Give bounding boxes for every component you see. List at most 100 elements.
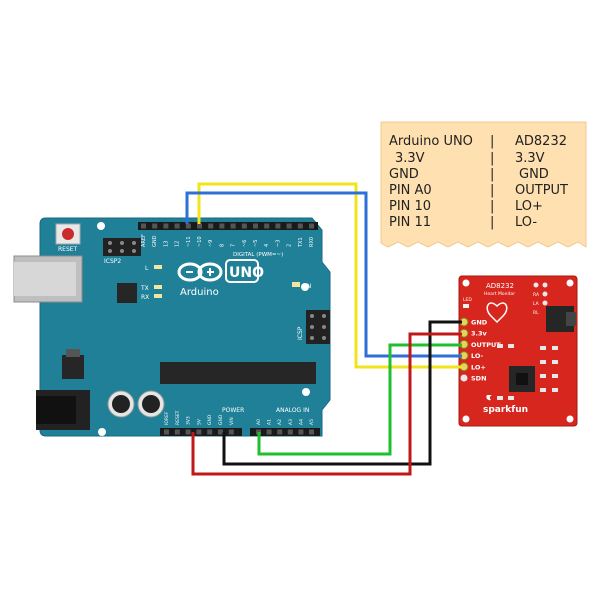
side-label-rl: RL xyxy=(533,310,539,316)
analog-pin-label: A1 xyxy=(267,419,273,425)
icsp2-header xyxy=(103,238,141,256)
sensor-pin-label: GND xyxy=(471,319,488,327)
sensor-title: AD8232 xyxy=(486,282,514,290)
digital-pin-label: TX1 xyxy=(298,237,304,248)
header-pin xyxy=(219,223,225,229)
mounting-hole xyxy=(302,388,310,396)
led-rx xyxy=(154,294,162,298)
header-pin xyxy=(277,429,283,435)
header-pin xyxy=(185,223,191,229)
arduino-text: Arduino xyxy=(180,287,219,298)
header-pin xyxy=(207,429,213,435)
reset-label: RESET xyxy=(58,246,78,253)
analog-pin-label: A3 xyxy=(288,419,294,425)
note-header-right: AD8232 xyxy=(515,134,567,149)
header-pin xyxy=(297,223,303,229)
header-pin xyxy=(163,223,169,229)
header-pin xyxy=(185,429,191,435)
sensor-pin-label: 3.3v xyxy=(471,330,488,338)
led-rx-label: RX xyxy=(141,294,149,301)
note-row-left: 3.3V xyxy=(395,151,425,166)
sensor-pin-label: LO+ xyxy=(471,363,486,371)
note-separator: | xyxy=(490,151,494,166)
header-pin xyxy=(264,223,270,229)
header-pin xyxy=(164,429,169,435)
digital-pin-label: ~5 xyxy=(253,240,259,247)
analog-pin-label: A5 xyxy=(309,419,315,425)
note-row-left: GND xyxy=(389,167,419,182)
analog-label: ANALOG IN xyxy=(276,407,309,414)
note-row-left: PIN A0 xyxy=(389,183,432,198)
digital-pin-label: ~9 xyxy=(208,240,214,247)
mounting-hole xyxy=(566,279,574,287)
wire-3v3-3v3 xyxy=(191,332,462,476)
mounting-hole xyxy=(98,428,106,436)
header-pin xyxy=(152,223,158,229)
reset-button[interactable] xyxy=(55,223,81,245)
arduino-logo xyxy=(177,259,259,283)
header-pin xyxy=(286,223,292,229)
uno-text: UNO xyxy=(229,265,264,281)
header-pin xyxy=(141,223,146,229)
wire-a0-output xyxy=(257,343,462,456)
header-pin xyxy=(287,429,293,435)
power-label: POWER xyxy=(222,407,244,414)
capacitor xyxy=(107,390,135,418)
digital-pin-label: 12 xyxy=(175,241,181,247)
sensor-pin-label: OUTPUT xyxy=(471,341,501,349)
mounting-hole xyxy=(97,222,105,230)
power-pin-label: 3V3 xyxy=(186,416,192,425)
header-pin xyxy=(241,223,247,229)
header-pin xyxy=(309,429,314,435)
note-separator: | xyxy=(490,134,494,149)
header-pin xyxy=(196,429,202,435)
digital-pin-label: ~6 xyxy=(242,240,248,247)
sensor-subtitle: Heart Monitor xyxy=(484,291,515,297)
mounting-hole xyxy=(462,279,470,287)
analog-pin-label: A0 xyxy=(256,419,262,425)
note-row-right: GND xyxy=(519,167,549,182)
arduino-uno-board: RESET ICSP2 L TX RX UNO Arduino xyxy=(13,217,331,437)
header-pin xyxy=(174,429,180,435)
header-pin xyxy=(197,223,202,229)
note-separator: | xyxy=(490,215,494,230)
usb-chip xyxy=(117,283,137,303)
digital-pin-label: ~10 xyxy=(197,236,203,247)
heart-icon xyxy=(486,302,508,324)
note-row-right: 3.3V xyxy=(515,151,545,166)
power-pin-label: GND xyxy=(207,414,213,425)
header-pin xyxy=(218,429,223,435)
led-tx xyxy=(154,285,162,289)
digital-header xyxy=(138,222,318,230)
digital-label: DIGITAL (PWM=~) xyxy=(233,252,283,258)
wire-pin11-lo-minus xyxy=(185,191,462,358)
header-pin xyxy=(208,223,214,229)
digital-pin-label: 4 xyxy=(264,244,270,247)
led-l-label: L xyxy=(145,265,149,272)
header-pin xyxy=(228,429,234,435)
digital-pin-label: 13 xyxy=(163,241,169,247)
note-header-left: Arduino UNO xyxy=(389,134,473,149)
power-pin-label: 5V xyxy=(196,418,202,425)
header-pin xyxy=(298,429,304,435)
note-row-right: LO+ xyxy=(515,199,543,214)
mounting-hole xyxy=(462,415,470,423)
digital-pin-label: AREF xyxy=(141,234,147,247)
digital-pin-label: 2 xyxy=(287,244,293,247)
header-pin xyxy=(253,223,258,229)
led-l xyxy=(154,265,162,269)
icsp2-label: ICSP2 xyxy=(104,258,121,265)
header-pin xyxy=(230,223,236,229)
led-indicator xyxy=(463,304,469,308)
digital-pin-label: RX0 xyxy=(309,237,315,247)
note-separator: | xyxy=(490,167,494,182)
digital-pin-label: 8 xyxy=(219,244,225,247)
digital-pin-label: ~3 xyxy=(275,240,281,247)
led-tx-label: TX xyxy=(140,285,149,292)
digital-pin-label: 7 xyxy=(231,244,237,247)
side-label-la: LA xyxy=(533,301,540,307)
led-on xyxy=(292,282,300,287)
